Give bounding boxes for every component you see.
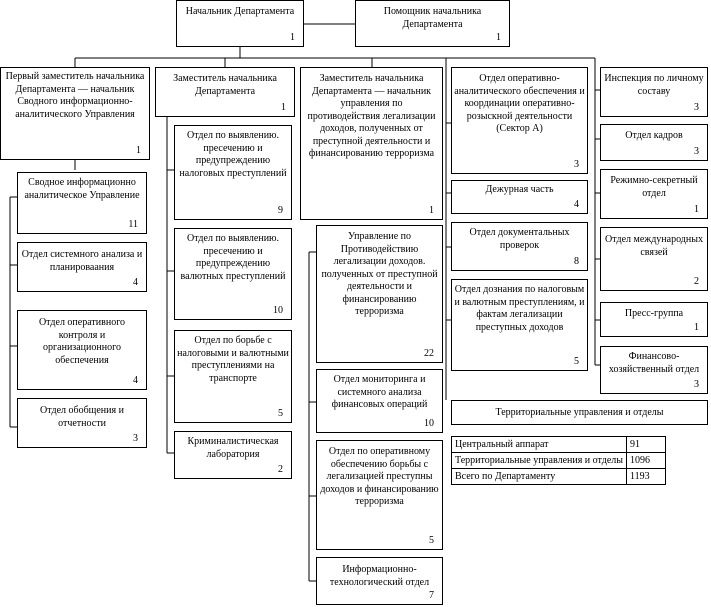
col2-item-count: 10: [273, 305, 283, 316]
col3-item-count: 22: [424, 348, 434, 359]
col5-item-count: 1: [694, 204, 699, 215]
col5-item-count: 3: [694, 146, 699, 157]
table-row: Всего по Департаменту 1193: [451, 468, 666, 485]
col5-item: Отдел кадров 3: [600, 124, 708, 161]
col5-item: Пресс-группа 1: [600, 302, 708, 337]
col2-item-count: 5: [278, 408, 283, 419]
totals-label: Всего по Департаменту: [451, 468, 627, 485]
col4-item: Отдел оперативно-аналитического обеспече…: [451, 67, 588, 174]
col4-item-title: Отдел дознания по налоговым и валютным п…: [454, 284, 585, 333]
col5-item: Режимно-секретный отдел 1: [600, 169, 708, 219]
col2-item-title: Отдел по выявлению. пресечению и предупр…: [179, 130, 287, 179]
col1-item-title: Сводное информационно аналитическое Упра…: [24, 177, 140, 201]
col2-item: Отдел по выявлению. пресечению и предупр…: [174, 228, 292, 320]
col1-item: Сводное информационно аналитическое Упра…: [17, 172, 147, 234]
col1-item-title: Отдел обобщения и отчетности: [40, 405, 124, 429]
col3-item-title: Управление по Противодействию легализаци…: [321, 231, 438, 317]
table-row: Центральный аппарат 91: [451, 436, 666, 453]
deputy-title: Заместитель начальника Департамента: [173, 73, 277, 97]
assistant-title: Помощник начальника Департамента: [383, 6, 482, 30]
col5-item-title: Отдел кадров: [625, 130, 683, 141]
col5-item-count: 3: [694, 102, 699, 113]
col2-item: Отдел по борьбе с налоговыми и валютными…: [174, 330, 292, 423]
col5-item-count: 3: [694, 379, 699, 390]
head-box: Начальник Департамента 1: [176, 0, 304, 47]
col2-item-count: 2: [278, 464, 283, 475]
col4-item: Отдел документальных проверок 8: [451, 222, 588, 271]
col4-item-count: 5: [574, 356, 579, 367]
col5-item-title: Отдел международных связей: [605, 234, 703, 258]
col5-item: Отдел международных связей 2: [600, 227, 708, 291]
col2-item-title: Отдел по борьбе с налоговыми и валютными…: [177, 335, 289, 384]
col1-item-count: 4: [133, 277, 138, 288]
col3-item-title: Отдел по оперативному обеспечению борьбы…: [320, 446, 439, 507]
col1-item-title: Отдел системного анализа и планироваания: [21, 249, 143, 273]
col3-item: Информационно-технологический отдел 7: [316, 557, 443, 605]
col1-item-count: 11: [128, 219, 138, 230]
col3-item: Отдел по оперативному обеспечению борьбы…: [316, 440, 443, 550]
col3-item-count: 7: [429, 590, 434, 601]
col5-item-title: Инспекция по личному составу: [604, 73, 704, 97]
col4-item-title: Отдел оперативно-аналитического обеспече…: [454, 73, 585, 134]
col3-item-title: Отдел мониторинга и системного анализа ф…: [331, 374, 428, 410]
col5-item-count: 1: [694, 322, 699, 333]
col1-item: Отдел системного анализа и планироваания…: [17, 242, 147, 292]
col2-item-count: 9: [278, 205, 283, 216]
col1-item: Отдел обобщения и отчетности 3: [17, 398, 147, 448]
col5-item: Финансово-хозяйственный отдел 3: [600, 346, 708, 394]
totals-value: 91: [626, 436, 666, 453]
first-deputy-title: Первый заместитель начальника Департамен…: [5, 71, 145, 120]
totals-table: Центральный аппарат 91 Территориальные у…: [451, 436, 666, 485]
totals-value: 1193: [626, 468, 666, 485]
col1-item-count: 3: [133, 433, 138, 444]
col3-item: Отдел мониторинга и системного анализа ф…: [316, 369, 443, 433]
deputy-aml-box: Заместитель начальника Департамента — на…: [300, 67, 443, 220]
col1-item-title: Отдел оперативного контроля и организаци…: [38, 317, 126, 366]
deputy-box: Заместитель начальника Департамента 1: [155, 67, 295, 117]
col5-item-title: Финансово-хозяйственный отдел: [608, 351, 700, 375]
col4-item-count: 4: [574, 199, 579, 210]
col4-item: Отдел дознания по налоговым и валютным п…: [451, 279, 588, 371]
col3-item-count: 5: [429, 535, 434, 546]
col5-item-title: Режимно-секретный отдел: [610, 175, 698, 199]
col4-item-count: 3: [574, 159, 579, 170]
deputy-aml-title: Заместитель начальника Департамента — на…: [307, 73, 436, 159]
col1-item: Отдел оперативного контроля и организаци…: [17, 310, 147, 390]
col4-item-title: Отдел документальных проверок: [469, 227, 570, 251]
assistant-box: Помощник начальника Департамента 1: [355, 0, 510, 47]
totals-value: 1096: [626, 452, 666, 469]
table-row: Территориальные управления и отделы 1096: [451, 452, 666, 469]
territorial-box: Территориальные управления и отделы: [451, 400, 708, 425]
col3-item: Управление по Противодействию легализаци…: [316, 225, 443, 363]
col5-item: Инспекция по личному составу 3: [600, 67, 708, 117]
col3-item-title: Информационно-технологический отдел: [329, 564, 430, 588]
territorial-title: Территориальные управления и отделы: [495, 406, 664, 418]
col2-item-title: Отдел по выявлению. пресечению и предупр…: [180, 233, 286, 282]
assistant-count: 1: [496, 32, 501, 43]
deputy-aml-count: 1: [429, 205, 434, 216]
totals-label: Территориальные управления и отделы: [451, 452, 627, 469]
col5-item-count: 2: [694, 276, 699, 287]
col4-item-count: 8: [574, 256, 579, 267]
deputy-count: 1: [281, 102, 286, 113]
first-deputy-count: 1: [136, 145, 141, 156]
head-title: Начальник Департамента: [185, 6, 295, 17]
col4-item: Дежурная часть 4: [451, 180, 588, 214]
col5-item-title: Пресс-группа: [624, 308, 684, 319]
col1-item-count: 4: [133, 375, 138, 386]
col4-item-title: Дежурная часть: [485, 184, 554, 195]
totals-label: Центральный аппарат: [451, 436, 627, 453]
col3-item-count: 10: [424, 418, 434, 429]
col2-item: Отдел по выявлению. пресечению и предупр…: [174, 125, 292, 220]
first-deputy-box: Первый заместитель начальника Департамен…: [0, 67, 150, 160]
head-count: 1: [290, 32, 295, 43]
col2-item: Криминалистическая лаборатория 2: [174, 431, 292, 479]
col2-item-title: Криминалистическая лаборатория: [187, 436, 279, 460]
